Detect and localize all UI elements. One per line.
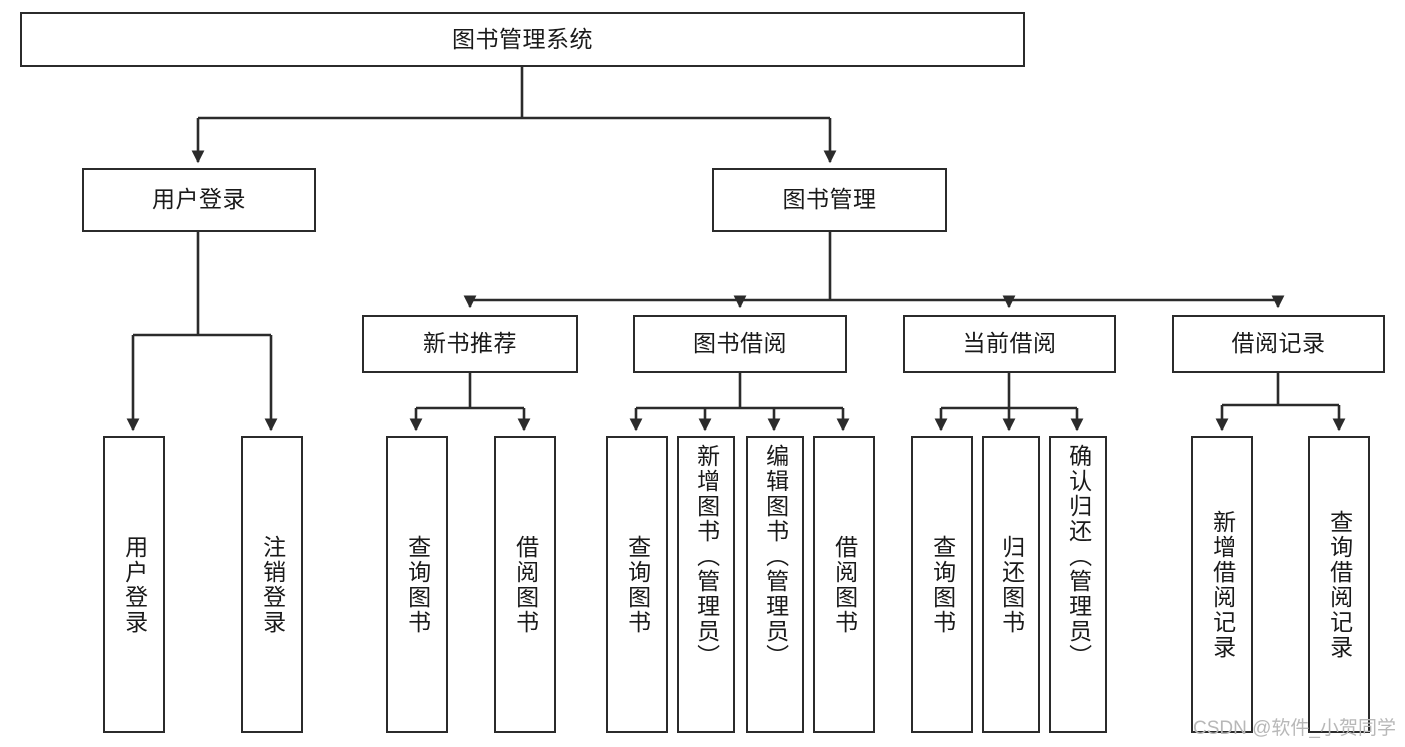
leaf-edit-book-label: 编辑图书（管理员） <box>762 444 789 669</box>
leaf-query-record-label: 查询借阅记录 <box>1326 509 1353 660</box>
leaf-query-book-2[interactable]: 查询图书 <box>606 436 668 733</box>
leaf-user-login[interactable]: 用户登录 <box>103 436 165 733</box>
leaf-return-book-label: 归还图书 <box>998 534 1025 635</box>
leaf-query-book-3[interactable]: 查询图书 <box>911 436 973 733</box>
leaf-borrow-book-1[interactable]: 借阅图书 <box>494 436 556 733</box>
node-book-management-label: 图书管理 <box>782 186 877 213</box>
leaf-logout-login-label: 注销登录 <box>259 534 286 635</box>
node-book-borrow[interactable]: 图书借阅 <box>633 315 847 373</box>
leaf-confirm-return[interactable]: 确认归还（管理员） <box>1049 436 1107 733</box>
node-borrow-record-label: 借阅记录 <box>1231 330 1326 357</box>
leaf-query-record[interactable]: 查询借阅记录 <box>1308 436 1370 733</box>
leaf-user-login-label: 用户登录 <box>121 534 148 635</box>
node-current-borrow[interactable]: 当前借阅 <box>903 315 1116 373</box>
leaf-logout-login[interactable]: 注销登录 <box>241 436 303 733</box>
leaf-return-book[interactable]: 归还图书 <box>982 436 1040 733</box>
leaf-query-book-3-label: 查询图书 <box>929 534 956 635</box>
node-book-management[interactable]: 图书管理 <box>712 168 947 232</box>
leaf-add-record-label: 新增借阅记录 <box>1209 509 1236 660</box>
node-user-login-label: 用户登录 <box>152 186 246 213</box>
leaf-add-record[interactable]: 新增借阅记录 <box>1191 436 1253 733</box>
node-current-borrow-label: 当前借阅 <box>962 330 1057 357</box>
node-new-book-recommend-label: 新书推荐 <box>423 330 517 357</box>
node-new-book-recommend[interactable]: 新书推荐 <box>362 315 578 373</box>
node-user-login[interactable]: 用户登录 <box>82 168 316 232</box>
leaf-borrow-book-2[interactable]: 借阅图书 <box>813 436 875 733</box>
leaf-borrow-book-2-label: 借阅图书 <box>831 534 858 635</box>
leaf-add-book-label: 新增图书（管理员） <box>693 444 720 669</box>
leaf-query-book-1[interactable]: 查询图书 <box>386 436 448 733</box>
leaf-edit-book[interactable]: 编辑图书（管理员） <box>746 436 804 733</box>
node-root-label: 图书管理系统 <box>452 25 593 52</box>
leaf-query-book-2-label: 查询图书 <box>624 534 651 635</box>
leaf-add-book[interactable]: 新增图书（管理员） <box>677 436 735 733</box>
node-root[interactable]: 图书管理系统 <box>20 12 1025 67</box>
leaf-query-book-1-label: 查询图书 <box>404 534 431 635</box>
node-book-borrow-label: 图书借阅 <box>693 330 787 357</box>
leaf-confirm-return-label: 确认归还（管理员） <box>1065 444 1092 669</box>
node-borrow-record[interactable]: 借阅记录 <box>1172 315 1385 373</box>
leaf-borrow-book-1-label: 借阅图书 <box>512 534 539 635</box>
